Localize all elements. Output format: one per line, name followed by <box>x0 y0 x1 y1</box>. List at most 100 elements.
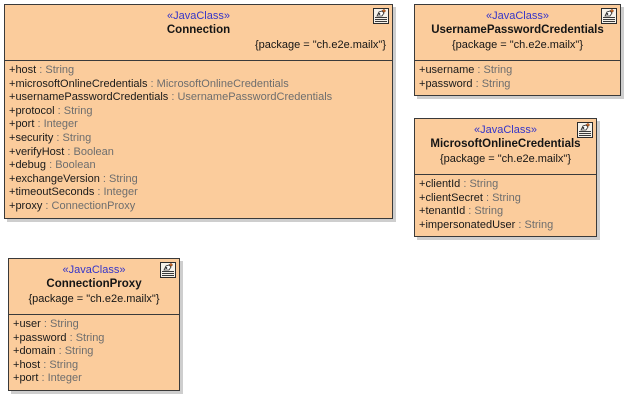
java-class-icon <box>373 8 389 24</box>
class-header-usernamepasswordcredentials: «JavaClass» UsernamePasswordCredentials … <box>415 5 620 61</box>
attribute-name: clientId <box>425 178 461 190</box>
attribute-row: +password : String <box>419 78 616 92</box>
attribute-visibility: + <box>9 131 16 144</box>
java-class-icon <box>577 122 593 138</box>
attribute-row: +microsoftOnlineCredentials : MicrosoftO… <box>9 78 388 92</box>
attribute-name: microsoftOnlineCredentials <box>15 77 148 90</box>
attribute-row: +clientId : String <box>419 178 592 192</box>
attribute-type: String <box>481 77 511 90</box>
attribute-visibility: + <box>419 205 426 218</box>
attribute-type: String <box>63 104 93 117</box>
class-name: ConnectionProxy <box>46 278 142 290</box>
attribute-visibility: + <box>419 178 426 190</box>
attribute-type: String <box>483 64 513 76</box>
uml-class-microsoftonlinecredentials[interactable]: «JavaClass» MicrosoftOnlineCredentials {… <box>414 118 597 238</box>
attribute-separator: : <box>55 345 65 358</box>
class-name: UsernamePasswordCredentials <box>431 24 604 36</box>
attribute-row: +protocol : String <box>9 105 388 119</box>
class-package-tag: {package = "ch.e2e.mailx"} <box>451 39 584 51</box>
attribute-row: +usernamePasswordCredentials : UsernameP… <box>9 91 388 105</box>
attribute-type: String <box>474 205 504 218</box>
attribute-name: usernamePasswordCredentials <box>15 91 169 104</box>
attribute-name: password <box>19 331 67 344</box>
class-package-tag: {package = "ch.e2e.mailx"} <box>28 293 160 305</box>
attribute-name: host <box>15 64 37 76</box>
attribute-type: String <box>64 345 94 358</box>
class-header-microsoftonlinecredentials: «JavaClass» MicrosoftOnlineCredentials {… <box>415 119 596 175</box>
attribute-visibility: + <box>13 318 20 330</box>
attribute-type: Boolean <box>73 145 114 158</box>
attribute-name: password <box>425 77 473 90</box>
attribute-visibility: + <box>9 118 16 131</box>
attribute-separator: : <box>482 191 493 204</box>
attribute-visibility: + <box>9 199 16 212</box>
attribute-separator: : <box>472 77 482 90</box>
attribute-type: String <box>492 191 521 204</box>
attribute-name: domain <box>19 345 56 358</box>
attribute-row: +proxy : ConnectionProxy <box>9 200 388 214</box>
attribute-separator: : <box>53 131 63 144</box>
attribute-separator: : <box>46 159 56 172</box>
attribute-separator: : <box>465 205 475 218</box>
attribute-visibility: + <box>9 64 16 76</box>
attribute-visibility: + <box>13 331 20 344</box>
attribute-row: +host : String <box>13 359 175 373</box>
uml-class-connectionproxy[interactable]: «JavaClass» ConnectionProxy {package = "… <box>8 258 180 391</box>
attribute-visibility: + <box>13 358 20 371</box>
attribute-name: clientSecret <box>425 191 483 204</box>
attribute-visibility: + <box>9 77 16 90</box>
attribute-visibility: + <box>419 218 426 231</box>
attribute-type: Integer <box>103 186 138 199</box>
attribute-name: verifyHost <box>15 145 65 158</box>
attribute-type: String <box>75 331 105 344</box>
class-attributes-connectionproxy: +user : String +password : String +domai… <box>9 315 179 390</box>
attribute-name: exchangeVersion <box>15 172 100 185</box>
attribute-type: MicrosoftOnlineCredentials <box>156 77 289 90</box>
attribute-visibility: + <box>13 345 20 358</box>
class-attributes-microsoftonlinecredentials: +clientId : String +clientSecret : Strin… <box>415 175 596 237</box>
attribute-name: username <box>425 64 475 76</box>
attribute-row: +verifyHost : Boolean <box>9 146 388 160</box>
attribute-row: +port : Integer <box>9 118 388 132</box>
class-name: Connection <box>166 24 231 36</box>
attribute-separator: : <box>147 77 157 90</box>
java-class-icon <box>601 8 617 24</box>
attribute-visibility: + <box>9 172 16 185</box>
class-stereotype: «JavaClass» <box>167 10 230 22</box>
attribute-row: +impersonatedUser : String <box>419 219 592 233</box>
attribute-separator: : <box>66 331 76 344</box>
attribute-row: +debug : Boolean <box>9 159 388 173</box>
attribute-name: impersonatedUser <box>425 218 516 231</box>
attribute-separator: : <box>94 186 104 199</box>
attribute-name: proxy <box>15 199 43 212</box>
attribute-separator: : <box>38 372 48 385</box>
attribute-row: +exchangeVersion : String <box>9 173 388 187</box>
attribute-separator: : <box>168 91 178 104</box>
attribute-separator: : <box>36 64 46 76</box>
attribute-type: String <box>49 358 79 371</box>
attribute-type: String <box>469 178 499 190</box>
attribute-visibility: + <box>9 145 16 158</box>
attribute-name: host <box>19 358 41 371</box>
attribute-row: +password : String <box>13 332 175 346</box>
attribute-visibility: + <box>9 159 16 172</box>
attribute-name: user <box>19 318 41 330</box>
attribute-name: port <box>15 118 35 131</box>
class-stereotype: «JavaClass» <box>62 264 126 276</box>
attribute-separator: : <box>34 118 44 131</box>
class-attributes-connection: +host : String +microsoftOnlineCredentia… <box>5 61 392 218</box>
attribute-visibility: + <box>9 104 16 117</box>
attribute-visibility: + <box>419 64 426 76</box>
attribute-row: +domain : String <box>13 345 175 359</box>
class-package-tag: {package = "ch.e2e.mailx"} <box>439 153 572 165</box>
uml-class-usernamepasswordcredentials[interactable]: «JavaClass» UsernamePasswordCredentials … <box>414 4 621 97</box>
attribute-row: +security : String <box>9 132 388 146</box>
attribute-separator: : <box>474 64 484 76</box>
attribute-separator: : <box>54 104 64 117</box>
class-header-connectionproxy: «JavaClass» ConnectionProxy {package = "… <box>9 259 179 315</box>
attribute-name: security <box>15 131 54 144</box>
uml-class-connection[interactable]: «JavaClass» Connection {package = "ch.e2… <box>4 4 393 219</box>
attribute-type: ConnectionProxy <box>51 199 136 212</box>
attribute-separator: : <box>460 178 470 190</box>
